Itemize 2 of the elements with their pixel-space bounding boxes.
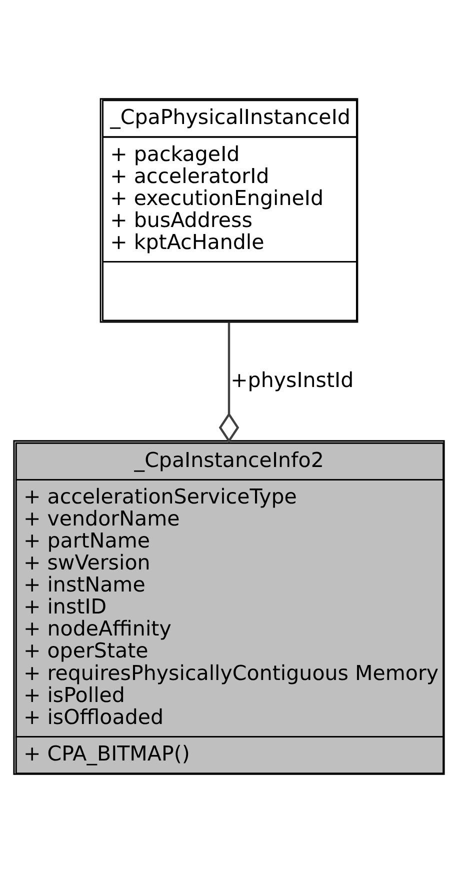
edge-label: +physInstId xyxy=(230,367,354,392)
connector xyxy=(218,322,240,442)
